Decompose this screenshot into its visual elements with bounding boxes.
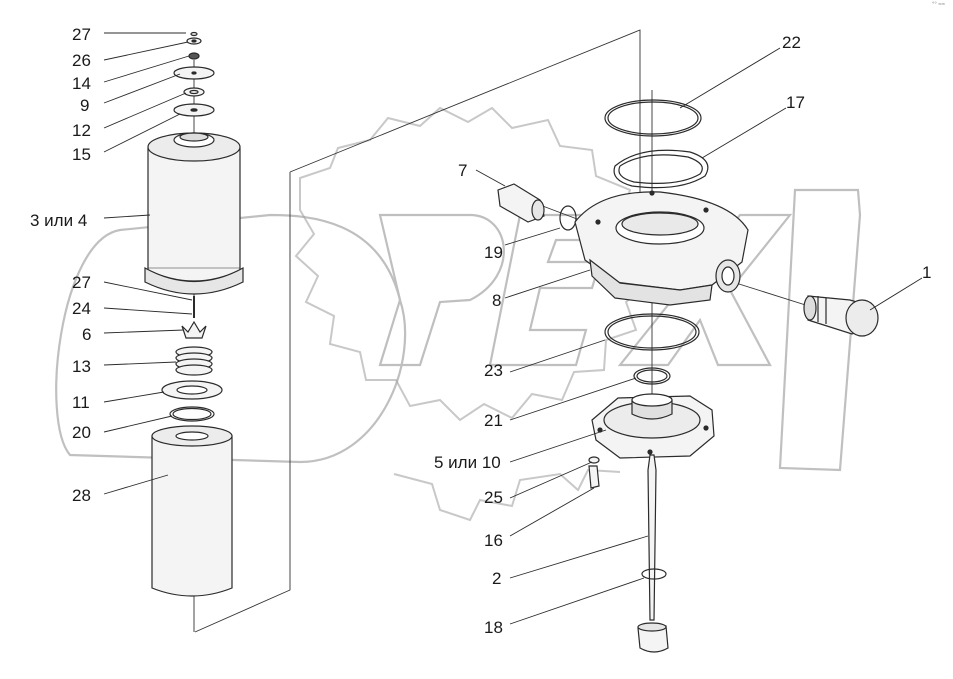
callout-24: 24 <box>72 299 91 318</box>
watermark-gear <box>294 106 652 522</box>
callout-9: 9 <box>80 96 90 115</box>
part-14-nut <box>188 52 200 60</box>
callout-17: 17 <box>786 93 805 112</box>
callout-27-top: 27 <box>72 25 91 44</box>
part-21-ring <box>633 367 671 385</box>
part-1-indicator <box>803 295 879 337</box>
part-19-o-ring <box>559 205 577 231</box>
callout-27-mid: 27 <box>72 273 91 292</box>
callout-14: 14 <box>72 74 91 93</box>
callout-5-or-10: 5 или 10 <box>434 453 501 472</box>
callout-15: 15 <box>72 145 91 164</box>
part-18-washer <box>641 568 667 580</box>
callout-1: 1 <box>922 263 932 282</box>
corner-mark: °° ≈≈ <box>931 2 945 8</box>
callout-22: 22 <box>782 33 801 52</box>
part-7-fitting <box>497 183 545 223</box>
callout-6: 6 <box>82 325 92 344</box>
callout-28: 28 <box>72 486 91 505</box>
right-assembly <box>497 99 879 653</box>
callout-7: 7 <box>458 161 468 180</box>
callout-18: 18 <box>484 618 503 637</box>
part-17-snap-ring <box>613 149 709 189</box>
callout-12: 12 <box>72 121 91 140</box>
part-2-rod <box>647 454 657 621</box>
part-20-ring <box>169 406 215 422</box>
callout-20: 20 <box>72 423 91 442</box>
part-5-cover <box>591 393 715 459</box>
callout-26: 26 <box>72 51 91 70</box>
part-25-washer <box>588 456 600 464</box>
left-assembly <box>144 31 244 597</box>
callout-21: 21 <box>484 411 503 430</box>
callout-16: 16 <box>484 531 503 550</box>
callout-2: 2 <box>492 569 502 588</box>
part-28-filter-element <box>151 435 233 597</box>
part-8-body <box>574 190 749 306</box>
part-16-valve <box>588 465 600 489</box>
part-6-clip <box>181 320 207 339</box>
callout-25: 25 <box>484 488 503 507</box>
callout-23: 23 <box>484 361 503 380</box>
callout-8: 8 <box>492 291 502 310</box>
part-27-pin <box>190 31 198 37</box>
leader-lines <box>103 32 923 625</box>
callout-13: 13 <box>72 357 91 376</box>
part-22-o-ring <box>604 99 702 137</box>
part-13-spring <box>175 346 213 376</box>
part-23-o-ring <box>604 313 700 351</box>
callout-3-or-4: 3 или 4 <box>30 211 88 230</box>
plug-bottom <box>637 625 669 653</box>
callout-19: 19 <box>484 243 503 262</box>
callout-11: 11 <box>72 393 90 412</box>
